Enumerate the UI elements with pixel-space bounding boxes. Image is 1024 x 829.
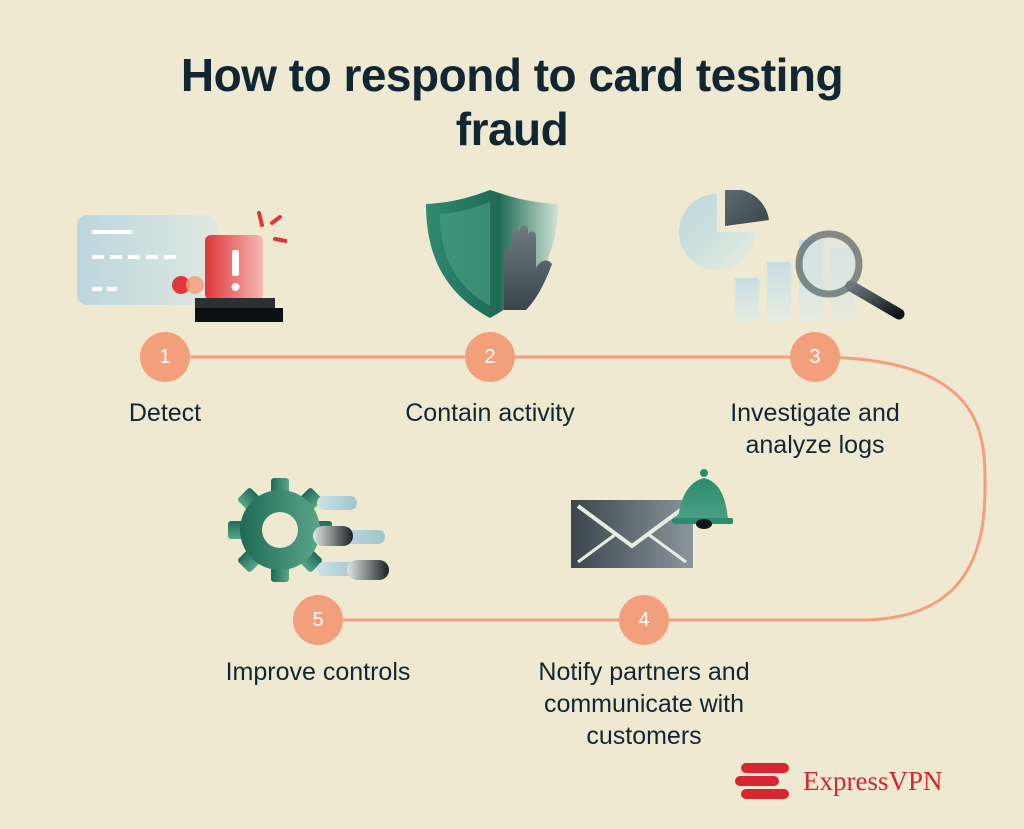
step-3-node: 3 (790, 332, 840, 382)
title-line-2: fraud (455, 103, 569, 155)
step-4-label-line-3: customers (586, 722, 702, 750)
step-3-label-line-1: Investigate and (730, 399, 900, 427)
expressvpn-logo-icon (735, 763, 789, 799)
step-1-label: Detect (128, 399, 202, 427)
brand-logo: ExpressVPN (735, 758, 943, 804)
step-2-node: 2 (465, 332, 515, 382)
step-3-label: Investigate and analyze logs (690, 397, 940, 461)
step-1-node: 1 (140, 332, 190, 382)
step-4-label: Notify partners and communicate with cus… (494, 656, 794, 752)
step-4-label-line-2: communicate with (543, 690, 745, 718)
step-2-label: Contain activity (405, 399, 575, 427)
step-4-node: 4 (619, 595, 669, 645)
shield-hand-icon (426, 190, 558, 318)
step-5-label: Improve controls (225, 658, 411, 686)
gear-controls-icon (228, 478, 389, 582)
page-title: How to respond to card testing fraud (0, 48, 1024, 156)
card-alarm-icon (77, 211, 287, 322)
analytics-magnifier-icon (679, 190, 905, 322)
brand-name: ExpressVPN (803, 765, 943, 796)
envelope-bell-icon (571, 469, 733, 568)
step-4-label-line-1: Notify partners and (538, 658, 750, 686)
step-5-node: 5 (293, 595, 343, 645)
step-3-label-line-2: analyze logs (745, 431, 885, 459)
title-line-1: How to respond to card testing (180, 49, 844, 101)
